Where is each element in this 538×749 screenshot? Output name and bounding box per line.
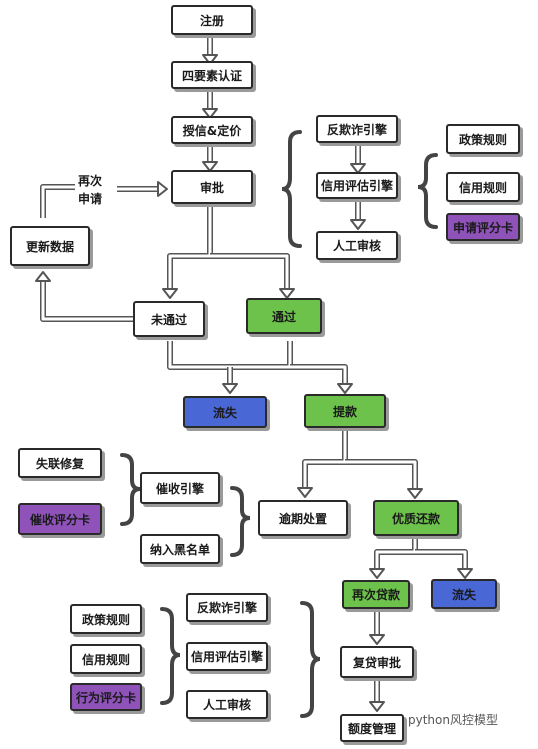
brace-collection-left	[120, 453, 141, 526]
node-blacklist: 纳入黑名单	[140, 534, 220, 564]
node-limit-management: 额度管理	[340, 714, 404, 742]
node-churn-2: 流失	[431, 579, 497, 609]
braces	[120, 130, 438, 718]
node-collection-scorecard: 催收评分卡	[18, 503, 102, 535]
node-overdue-handling: 逾期处置	[258, 500, 348, 536]
connector-arrows	[35, 35, 473, 712]
node-credit-eval-engine-2: 信用评估引擎	[186, 642, 268, 671]
node-good-repayment: 优质还款	[373, 500, 459, 536]
node-manual-review-1: 人工审核	[316, 231, 398, 260]
brace-collection-right	[230, 486, 251, 557]
brace-reloan-engines	[300, 601, 321, 718]
node-four-factor-auth: 四要素认证	[171, 61, 253, 89]
node-credit-rules-2: 信用规则	[70, 644, 142, 674]
label-reapply-line2: 申请	[78, 192, 103, 206]
node-policy-rules-1: 政策规则	[446, 124, 520, 154]
node-not-passed: 未通过	[133, 301, 205, 337]
node-credit-eval-engine-1: 信用评估引擎	[316, 172, 398, 199]
brace-review-engines	[281, 130, 302, 248]
node-policy-rules-2: 政策规则	[70, 604, 142, 634]
node-application-scorecard: 申请评分卡	[446, 213, 520, 241]
node-credit-rules-1: 信用规则	[446, 172, 520, 202]
brace-credit-rules-1	[417, 153, 438, 229]
node-anti-fraud-engine-1: 反欺诈引擎	[316, 115, 398, 143]
node-reloan-review: 复贷审批	[340, 646, 414, 678]
node-review: 审批	[171, 170, 253, 204]
node-reloan: 再次贷款	[342, 580, 410, 609]
brace-credit-rules-2	[160, 607, 181, 705]
node-update-data: 更新数据	[10, 226, 90, 266]
node-passed: 通过	[246, 298, 322, 334]
node-lost-contact-repair: 失联修复	[18, 448, 102, 478]
node-anti-fraud-engine-2: 反欺诈引擎	[186, 593, 268, 622]
node-behavior-scorecard: 行为评分卡	[70, 683, 142, 711]
node-churn-1: 流失	[183, 396, 267, 428]
node-register: 注册	[171, 5, 253, 35]
label-reapply-line1: 再次	[78, 174, 103, 188]
watermark-text: python风控模型	[408, 713, 498, 727]
node-collection-engine: 催收引擎	[140, 472, 220, 504]
node-credit-pricing: 授信&定价	[171, 116, 253, 144]
node-withdraw: 提款	[304, 394, 386, 428]
node-manual-review-2: 人工审核	[186, 690, 268, 719]
